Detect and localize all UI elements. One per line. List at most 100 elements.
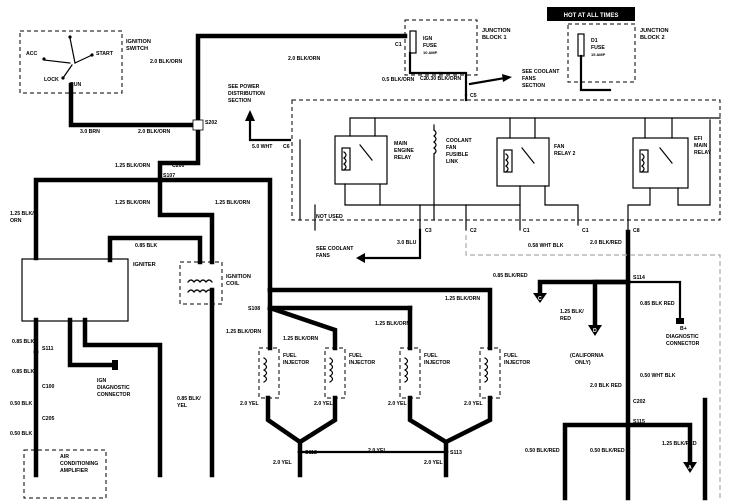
injector-1-l2: INJECTOR bbox=[283, 360, 309, 366]
connector-c3-mid: C3 bbox=[425, 228, 432, 234]
fuel-injector-1 bbox=[258, 347, 280, 399]
wire-label: 0.50 WHT BLK bbox=[640, 373, 676, 379]
junction-block-2-title-1: JUNCTION bbox=[640, 28, 669, 34]
see-power-l1: SEE POWER bbox=[228, 84, 260, 90]
wire-label: 1.25 BLK/ORN bbox=[215, 200, 250, 206]
connector-c6-left: C6 bbox=[283, 144, 290, 150]
wire-label: 2.0 YEL bbox=[464, 401, 483, 407]
injector-3-l2: INJECTOR bbox=[424, 360, 450, 366]
wire-label: 0.50 BLK/RED bbox=[525, 448, 560, 454]
wire-label: 1.25 BLK/ORN bbox=[115, 163, 150, 169]
efi-relay-l1: EFI bbox=[694, 136, 703, 142]
diag-connector-pin bbox=[676, 318, 684, 324]
connector-c1-top: C1 bbox=[395, 42, 402, 48]
wire-label: RED bbox=[560, 316, 571, 322]
hot-at-all-times-label: HOT AT ALL TIMES bbox=[564, 13, 619, 19]
ac-amp-l2: CONDITIONING bbox=[60, 461, 98, 467]
see-coolant-fans-top-l2: FANS bbox=[522, 76, 536, 82]
coolant-fan-fusible-link bbox=[433, 124, 437, 221]
ac-amplifier-box bbox=[23, 449, 107, 499]
junction-block-1: IGN FUSE 10 AMP bbox=[404, 19, 478, 76]
main-engine-relay-l1: MAIN bbox=[394, 141, 408, 147]
start-position-label: START bbox=[96, 51, 114, 57]
wire-label: 1.25 BLK/ bbox=[10, 211, 34, 217]
igniter-box bbox=[21, 258, 129, 322]
connector-c8: C8 bbox=[633, 228, 640, 234]
connector-c100: C100 bbox=[42, 384, 55, 390]
wire-label: 0.85 BLK RED bbox=[640, 301, 675, 307]
arrow-c-letter: C bbox=[538, 296, 542, 302]
injector-2-l2: INJECTOR bbox=[349, 360, 375, 366]
wire-label: 1.25 BLK/ORN bbox=[445, 296, 480, 302]
relay-internal-wiring bbox=[299, 117, 721, 233]
wire-label: 0.50 BLK bbox=[10, 401, 32, 407]
wire-labels: 2.0 BLK/ORN 2.0 BLK/ORN 2.0 BLK/ORN 0.5 … bbox=[10, 56, 697, 466]
d1-fuse-amp: 15 AMP bbox=[591, 52, 606, 57]
ign-diag-l1: IGN bbox=[97, 378, 106, 384]
ignition-switch: ACC START LOCK RUN bbox=[19, 30, 123, 94]
ac-amp-l3: AMPLIFIER bbox=[60, 468, 88, 474]
wire-label: 0.85 BLK bbox=[12, 369, 34, 375]
d1-fuse-word: FUSE bbox=[591, 45, 605, 51]
see-coolant-fans-mid-l2: FANS bbox=[316, 253, 330, 259]
lock-position-label: LOCK bbox=[44, 77, 59, 83]
connector-c1-mid: C1 bbox=[523, 228, 530, 234]
wire-label: 2.0 BLK/ORN bbox=[288, 56, 321, 62]
main-engine-relay-l3: RELAY bbox=[394, 155, 412, 161]
injector-4-l2: INJECTOR bbox=[504, 360, 530, 366]
arrow-a bbox=[683, 462, 697, 473]
splice-s107: S107 bbox=[163, 173, 175, 179]
main-engine-relay bbox=[334, 135, 388, 185]
efi-relay-l3: RELAY bbox=[694, 150, 712, 156]
acc-position-label: ACC bbox=[26, 51, 37, 57]
ign-diag-l3: CONNECTOR bbox=[97, 392, 131, 398]
wire-label: 0.85 BLK bbox=[135, 243, 157, 249]
splice-s114: S114 bbox=[633, 275, 645, 281]
diag-connector-l3: CONNECTOR bbox=[666, 341, 700, 347]
relay-box-enclosure bbox=[291, 99, 721, 221]
ignition-coil bbox=[179, 261, 223, 305]
wire-label: 0.30 BLK/ORN bbox=[426, 76, 461, 82]
left-main-wiring bbox=[33, 177, 273, 478]
wire-label: 1.25 BLK/ORN bbox=[283, 336, 318, 342]
wire-label: 0.85 BLK bbox=[12, 339, 34, 345]
injector-4-l1: FUEL bbox=[504, 353, 518, 359]
right-wiring bbox=[465, 229, 721, 501]
fusible-l2: FAN bbox=[446, 145, 457, 151]
junction-block-1-title-2: BLOCK 1 bbox=[482, 35, 507, 41]
igniter-label: IGNITER bbox=[133, 262, 156, 268]
splice-s112: S112 bbox=[305, 450, 317, 456]
fan-relay-2-l2: RELAY 2 bbox=[554, 151, 575, 157]
ign-fuse-label: IGN bbox=[423, 36, 432, 42]
ac-amp-l1: AIR bbox=[60, 454, 69, 460]
injector-2-l1: FUEL bbox=[349, 353, 363, 359]
ignition-coil-l1: IGNITION bbox=[226, 274, 251, 280]
wire-label: 2.0 YEL bbox=[388, 401, 407, 407]
ign-diag-pin bbox=[112, 360, 118, 370]
fuel-injector-2 bbox=[324, 347, 346, 399]
splice-s113: S113 bbox=[450, 450, 462, 456]
connector-c1-right: C1 bbox=[582, 228, 589, 234]
california-l1: (CALIFORNIA bbox=[570, 353, 604, 359]
see-coolant-fans-mid-arrow bbox=[356, 253, 365, 263]
connector-c5-top: C5 bbox=[470, 93, 477, 99]
diag-connector-l1: B+ bbox=[680, 326, 687, 332]
fuel-injector-4 bbox=[479, 347, 501, 399]
connector-c200: C200 bbox=[172, 163, 185, 169]
wire-label: 1.25 BLK/ORN bbox=[375, 321, 410, 327]
see-power-l3: SECTION bbox=[228, 98, 251, 104]
arrow-d bbox=[588, 325, 602, 336]
california-l2: ONLY) bbox=[575, 360, 591, 366]
injector-3-l1: FUEL bbox=[424, 353, 438, 359]
fuel-injector-3 bbox=[399, 347, 421, 399]
wire-label: 1.25 BLK/RED bbox=[662, 441, 697, 447]
connector-c2-top: C2 bbox=[420, 76, 427, 82]
wire-label: 0.50 BLK/RED bbox=[590, 448, 625, 454]
efi-relay-l2: MAIN bbox=[694, 143, 708, 149]
wire-label: 0.5 BLK/ORN bbox=[382, 77, 415, 83]
connector-c205: C205 bbox=[42, 416, 55, 422]
see-coolant-fans-top-l3: SECTION bbox=[522, 83, 545, 89]
wire-label: 1.25 BLK/ORN bbox=[226, 329, 261, 335]
fan-relay-2-l1: FAN bbox=[554, 144, 565, 150]
